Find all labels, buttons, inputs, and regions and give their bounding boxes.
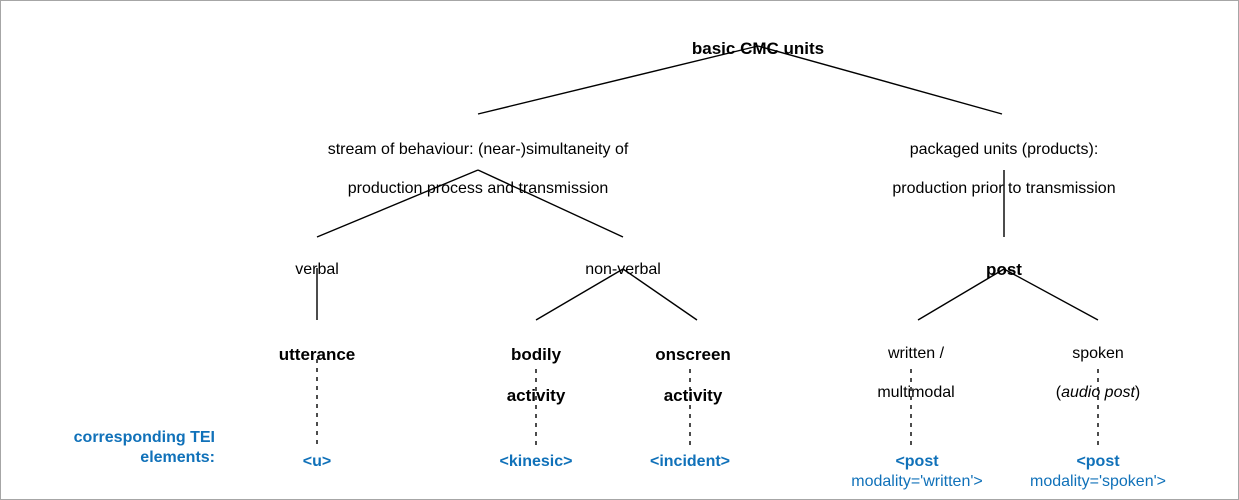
node-packaged-units: packaged units (products): production pr… xyxy=(892,120,1115,218)
tei-element-post-spoken: <post modality='spoken'> xyxy=(1030,452,1166,492)
tei-element-u-label: <u> xyxy=(302,453,332,470)
node-written-multimodal: written / multimodal xyxy=(877,324,954,422)
node-bodily-activity-line1: bodily xyxy=(510,344,562,364)
tei-caption-line1: corresponding TEI xyxy=(73,429,215,446)
audio-post-italic: audio post xyxy=(1061,383,1135,401)
tei-element-kinesic-label: <kinesic> xyxy=(499,453,573,470)
node-written-multimodal-line2: multimodal xyxy=(877,383,955,401)
node-post: post xyxy=(986,239,1022,301)
node-post-label: post xyxy=(986,259,1022,279)
node-non-verbal: non-verbal xyxy=(585,240,661,299)
tei-caption-line2: elements: xyxy=(140,449,215,466)
node-packaged-units-line2: production prior to transmission xyxy=(892,179,1116,197)
node-verbal: verbal xyxy=(295,240,339,299)
node-non-verbal-label: non-verbal xyxy=(585,260,661,278)
tei-element-post-spoken-line1: <post xyxy=(1076,453,1120,470)
node-utterance: utterance xyxy=(279,324,356,386)
node-packaged-units-line1: packaged units (products): xyxy=(909,140,1099,158)
node-utterance-line1: utterance xyxy=(278,344,356,364)
tei-element-post-written-line1: <post xyxy=(895,453,939,470)
paren-open: ( xyxy=(1055,383,1062,401)
node-onscreen-activity-line1: onscreen xyxy=(655,344,731,364)
tei-element-post-written: <post modality='written'> xyxy=(851,452,983,492)
node-onscreen-activity-line2: activity xyxy=(663,386,723,406)
node-basic-cmc-units: basic CMC units xyxy=(692,18,824,80)
node-verbal-label: verbal xyxy=(295,260,339,278)
tei-element-post-written-line2: modality='written'> xyxy=(851,473,983,490)
tei-element-post-spoken-line2: modality='spoken'> xyxy=(1030,473,1166,490)
node-written-multimodal-line1: written / xyxy=(887,344,945,362)
node-spoken-audio-post: spoken (audio post) xyxy=(1056,324,1141,422)
node-stream-of-behaviour: stream of behaviour: (near-)simultaneity… xyxy=(328,120,629,218)
node-onscreen-activity: onscreen activity xyxy=(655,324,731,428)
node-stream-of-behaviour-line2: production process and transmission xyxy=(347,179,609,197)
tei-element-incident: <incident> xyxy=(650,452,730,472)
node-stream-of-behaviour-line1: stream of behaviour: (near-)simultaneity… xyxy=(327,140,629,158)
tei-element-incident-label: <incident> xyxy=(649,453,731,470)
tei-caption: corresponding TEI elements: xyxy=(23,428,215,468)
node-bodily-activity: bodily activity xyxy=(507,324,566,428)
node-basic-cmc-units-label: basic CMC units xyxy=(691,38,825,58)
node-bodily-activity-line2: activity xyxy=(506,386,566,406)
node-spoken-audio-post-line2: (audio post) xyxy=(1056,383,1141,403)
tei-element-kinesic: <kinesic> xyxy=(500,452,573,472)
node-spoken-audio-post-line1: spoken xyxy=(1072,344,1124,362)
paren-close: ) xyxy=(1134,383,1141,401)
tei-element-u: <u> xyxy=(303,452,331,472)
